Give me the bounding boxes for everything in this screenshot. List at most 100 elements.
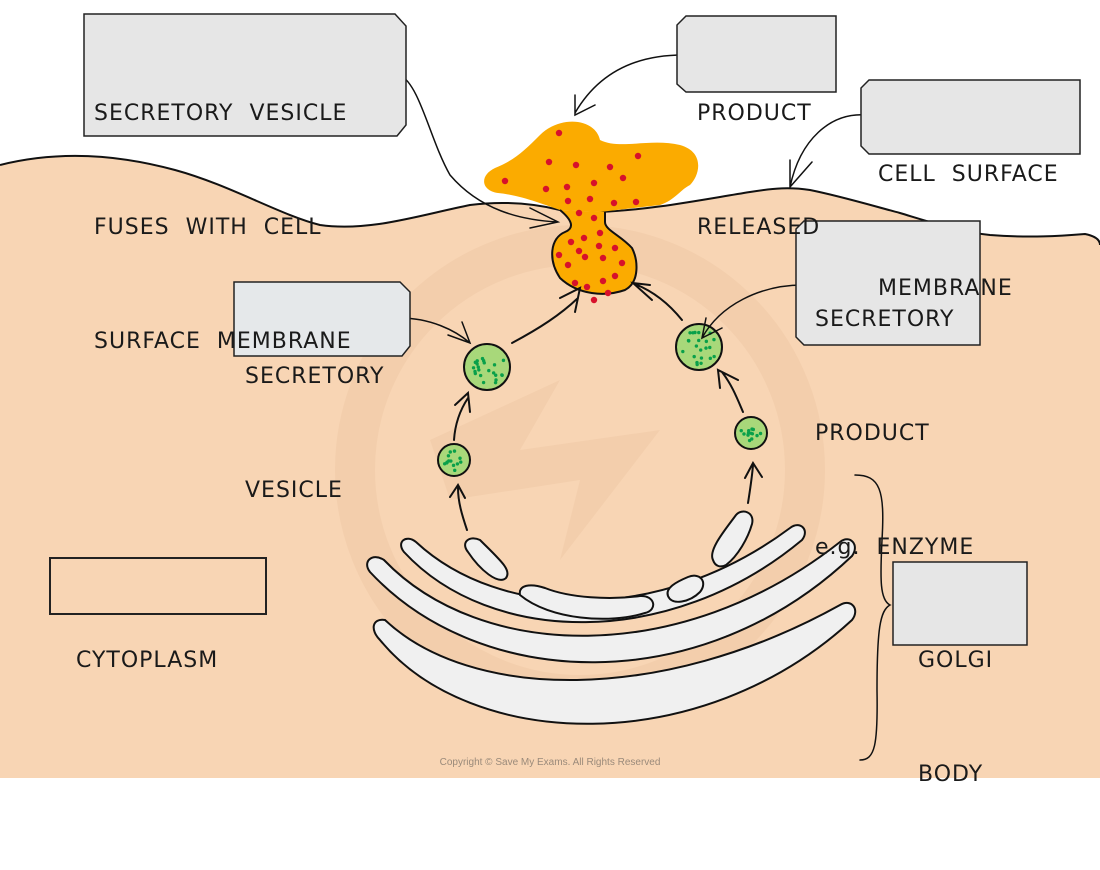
product-dot: [610, 199, 618, 207]
product-dot: [590, 179, 598, 187]
product-dot: [595, 242, 603, 250]
label-line: SECRETORY VESICLE: [94, 101, 348, 126]
product-dot: [611, 244, 619, 252]
vesicle-content-dot: [697, 338, 701, 343]
golgi-cisterna-4d: [711, 510, 754, 568]
vesicle-content-dot: [712, 354, 716, 359]
vesicle-content-dot: [445, 460, 449, 464]
vesicle-content-dot: [491, 371, 496, 375]
product-dot: [575, 209, 583, 217]
product-dot: [599, 277, 607, 285]
vesicle-content-dot: [451, 463, 456, 468]
product-dot: [604, 289, 612, 297]
product-dot: [618, 259, 626, 267]
box-cell-surface-membrane: [860, 79, 1081, 155]
secretory-vesicle: [675, 323, 723, 371]
label-secretory-vesicle: SECRETORY VESICLE: [245, 282, 385, 586]
vesicle-content-dot: [693, 330, 697, 335]
vesicle-content-dot: [452, 449, 457, 453]
vesicle-content-dot: [446, 454, 451, 458]
vesicle-content-dot: [749, 431, 753, 435]
arrow-vesicle-right-to-fusion: [629, 281, 683, 321]
label-line: CELL SURFACE: [878, 162, 1059, 187]
golgi-cisterna-1: [372, 601, 857, 725]
secretory-vesicle: [463, 343, 511, 391]
product-dot: [555, 129, 563, 137]
vesicle-content-dot: [755, 433, 759, 438]
label-line: e.g. ENZYME: [815, 535, 975, 560]
product-dot: [634, 152, 642, 160]
vesicle-content-dot: [699, 348, 703, 352]
vesicle-content-dot: [448, 450, 452, 454]
arrow-golgi-to-vesicle-right-small: [744, 461, 763, 504]
product-dot: [542, 185, 550, 193]
vesicle-content-dot: [487, 368, 491, 373]
label-cell-surface-membrane: CELL SURFACE MEMBRANE: [878, 80, 1059, 384]
product-dot: [567, 238, 575, 246]
arrow-vesicle-right-small-to-large: [716, 368, 744, 413]
vesicle-content-dot: [493, 380, 498, 385]
vesicle-content-dot: [453, 468, 457, 473]
vesicle-content-dot: [708, 345, 712, 350]
vesicle-content-dot: [746, 433, 750, 437]
vesicle-content-dot: [694, 344, 699, 348]
product-dot: [575, 247, 583, 255]
vesicle-content-dot: [481, 380, 486, 385]
box-secretory-vesicle: [233, 281, 411, 357]
leader-product-released: [574, 54, 684, 117]
leader-secretory-product: [700, 284, 804, 340]
diagram-artwork: [0, 13, 1100, 778]
product-dot: [501, 177, 509, 185]
vesicle-content-dot: [455, 462, 460, 466]
vesicle-content-dot: [697, 330, 701, 335]
golgi-cisterna-3: [400, 524, 806, 624]
product-dot: [611, 272, 619, 280]
golgi-cisterna-2: [366, 538, 856, 664]
label-line: VESICLE: [245, 478, 343, 503]
vesicle-content-dot: [704, 346, 708, 350]
vesicle-content-dot: [695, 362, 699, 367]
product-dot: [572, 161, 580, 169]
vesicle-content-dot: [475, 362, 479, 366]
product-dot: [580, 234, 588, 242]
secretory-vesicle: [437, 443, 471, 477]
vesicle-content-dot: [500, 373, 504, 378]
label-secretory-product: SECRETORY PRODUCT e.g. ENZYME: [815, 225, 974, 643]
vesicle-content-dot: [750, 427, 754, 431]
vesicle-membrane: [463, 343, 511, 391]
released-product: [484, 121, 699, 212]
box-golgi-body: [892, 561, 1028, 646]
label-line: SECRETORY: [815, 307, 955, 332]
product-dot: [555, 251, 563, 259]
label-boxes: [49, 13, 1081, 646]
label-line: RELEASED: [697, 215, 821, 240]
vesicle-content-dot: [742, 432, 746, 436]
vesicle-content-dot: [480, 356, 485, 361]
product-dot: [581, 253, 589, 261]
golgi-cisterna-4b: [518, 584, 655, 620]
product-dot: [632, 198, 640, 206]
golgi-brace: [854, 474, 892, 761]
label-line: PRODUCT: [697, 101, 812, 126]
product-dot: [599, 254, 607, 262]
vesicle-content-dot: [494, 378, 498, 382]
box-cytoplasm: [49, 557, 267, 615]
secretory-vesicle: [734, 416, 768, 450]
vesicle-content-dot: [501, 358, 506, 363]
golgi-cisternae: [366, 510, 857, 725]
label-line: SURFACE MEMBRANE: [94, 329, 352, 354]
product-dot: [564, 197, 572, 205]
label-product-released: PRODUCT RELEASED: [697, 19, 820, 323]
arrow-golgi-to-vesicle-left-small: [449, 483, 468, 531]
vesicle-content-dot: [477, 368, 481, 372]
label-golgi-body: GOLGI BODY: [918, 566, 993, 870]
label-line: MEMBRANE: [878, 276, 1013, 301]
vesicle-content-dot: [688, 331, 692, 335]
leader-cell-surface-membrane: [789, 114, 868, 189]
vesicle-content-dot: [459, 460, 463, 464]
vesicle-content-dot: [476, 365, 480, 369]
vesicle-content-dot: [739, 428, 743, 433]
arrow-vesicle-left-to-fusion: [511, 286, 582, 344]
arrow-vesicle-left-small-to-large: [453, 390, 471, 441]
vesicle-content-dot: [473, 371, 478, 376]
